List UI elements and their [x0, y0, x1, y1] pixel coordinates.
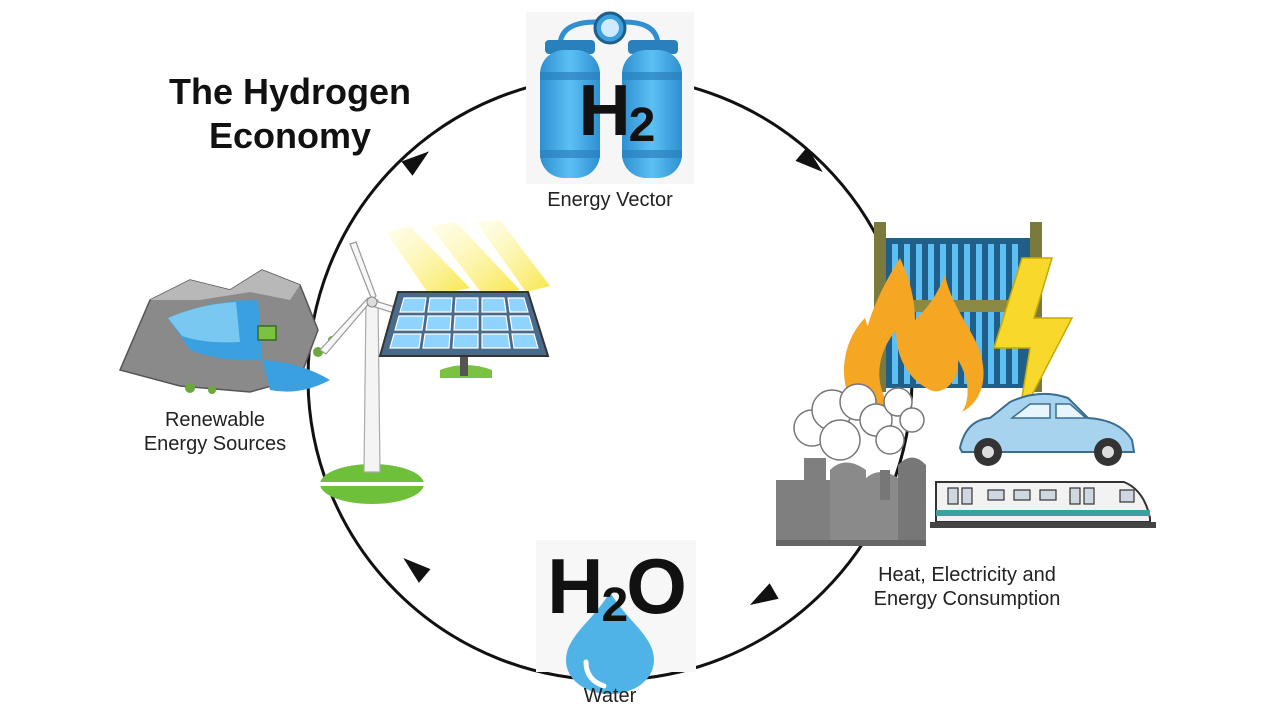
h2-symbol-main: H [578, 71, 631, 151]
hydrogen-cylinders-icon [526, 11, 694, 184]
energy-vector-label: Energy Vector [547, 189, 673, 211]
h2o-symbol-sub: 2 [601, 579, 628, 632]
h2o-symbol-o: O [626, 542, 687, 630]
consumption-label-line-2: Energy Consumption [873, 588, 1061, 610]
solar-panel-icon [378, 220, 550, 378]
dam-icon [118, 269, 336, 394]
lightning-bolt-icon [992, 257, 1074, 423]
water-drop-icon [536, 540, 696, 694]
arrow-top-right [795, 147, 823, 172]
renewables-label-line-2: Energy Sources [143, 433, 287, 455]
wind-turbine-icon [318, 241, 431, 504]
h2o-symbol: H2O [536, 544, 696, 648]
arrow-top-left [401, 151, 430, 176]
title-line-2: Economy [208, 115, 372, 156]
arrow-bottom-left [403, 558, 431, 583]
car-icon [958, 392, 1136, 466]
renewables-label: Renewable Energy Sources [120, 408, 310, 456]
water-label: Water [583, 685, 637, 707]
arrow-bottom-right [749, 583, 779, 605]
renewables-label-line-1: Renewable [164, 409, 266, 431]
title-line-1: The Hydrogen [168, 71, 411, 112]
factory-icon [776, 383, 926, 546]
train-icon [930, 481, 1156, 528]
diagram-title: The Hydrogen Economy [120, 70, 460, 158]
h2-symbol: H2 [568, 70, 664, 153]
consumption-label: Heat, Electricity and Energy Consumption [842, 563, 1092, 611]
h2-symbol-sub: 2 [628, 99, 656, 152]
consumption-label-line-1: Heat, Electricity and [878, 564, 1056, 586]
h2o-symbol-h: H [547, 542, 603, 630]
